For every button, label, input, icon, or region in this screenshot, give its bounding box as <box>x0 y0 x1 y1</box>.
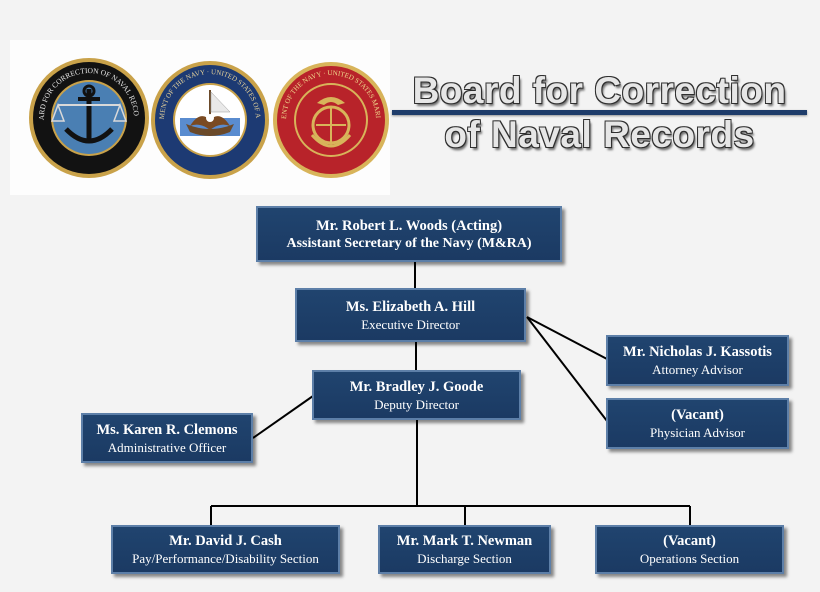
org-box-role: Discharge Section <box>417 551 512 566</box>
page-title: Board for Correction of Naval Records <box>392 70 807 158</box>
org-box-assistant-secretary: Mr. Robert L. Woods (Acting) Assistant S… <box>256 206 562 262</box>
org-box-name: Ms. Karen R. Clemons <box>96 421 238 438</box>
org-box-role: Deputy Director <box>374 396 459 412</box>
org-box-role: Administrative Officer <box>107 439 227 455</box>
org-box-attorney-advisor: Mr. Nicholas J. Kassotis Attorney Adviso… <box>606 335 789 386</box>
org-box-role: Pay/Performance/Disability Section <box>132 551 319 566</box>
org-box-name: Ms. Elizabeth A. Hill <box>345 298 476 315</box>
title-line-1: Board for Correction <box>412 70 787 111</box>
org-box-operations-section: (Vacant) Operations Section <box>595 525 784 574</box>
org-box-discharge-section: Mr. Mark T. Newman Discharge Section <box>378 525 551 574</box>
navy-seal: DEPARTMENT OF THE NAVY · UNITED STATES O… <box>150 60 269 179</box>
org-box-role: Physician Advisor <box>650 425 745 440</box>
title-underline <box>392 110 807 115</box>
org-box-role: Executive Director <box>361 316 460 332</box>
org-box-role: Operations Section <box>639 551 740 566</box>
org-box-name: Mr. Mark T. Newman <box>396 533 533 549</box>
org-box-name: Mr. Nicholas J. Kassotis <box>623 344 772 360</box>
org-box-name: Mr. Robert L. Woods (Acting) <box>315 217 503 234</box>
org-box-deputy-director: Mr. Bradley J. Goode Deputy Director <box>312 370 521 420</box>
org-box-name: (Vacant) <box>671 407 724 423</box>
title-line-2: of Naval Records <box>444 114 755 155</box>
org-box-name: Mr. David J. Cash <box>169 533 282 549</box>
org-box-executive-director: Ms. Elizabeth A. Hill Executive Director <box>295 288 526 342</box>
marine-corps-seal: DEPARTMENT OF THE NAVY · UNITED STATES M… <box>272 61 389 178</box>
org-box-physician-advisor: (Vacant) Physician Advisor <box>606 398 789 449</box>
org-box-role: Attorney Advisor <box>652 362 743 377</box>
org-box-pay-performance-disability: Mr. David J. Cash Pay/Performance/Disabi… <box>111 525 340 574</box>
org-box-name: Mr. Bradley J. Goode <box>349 378 484 395</box>
bcnr-seal: BOARD FOR CORRECTION OF NAVAL RECORDS <box>28 57 149 178</box>
org-box-administrative-officer: Ms. Karen R. Clemons Administrative Offi… <box>81 413 253 463</box>
org-box-role: Assistant Secretary of the Navy (M&RA) <box>286 235 532 251</box>
org-box-name: (Vacant) <box>663 533 716 549</box>
